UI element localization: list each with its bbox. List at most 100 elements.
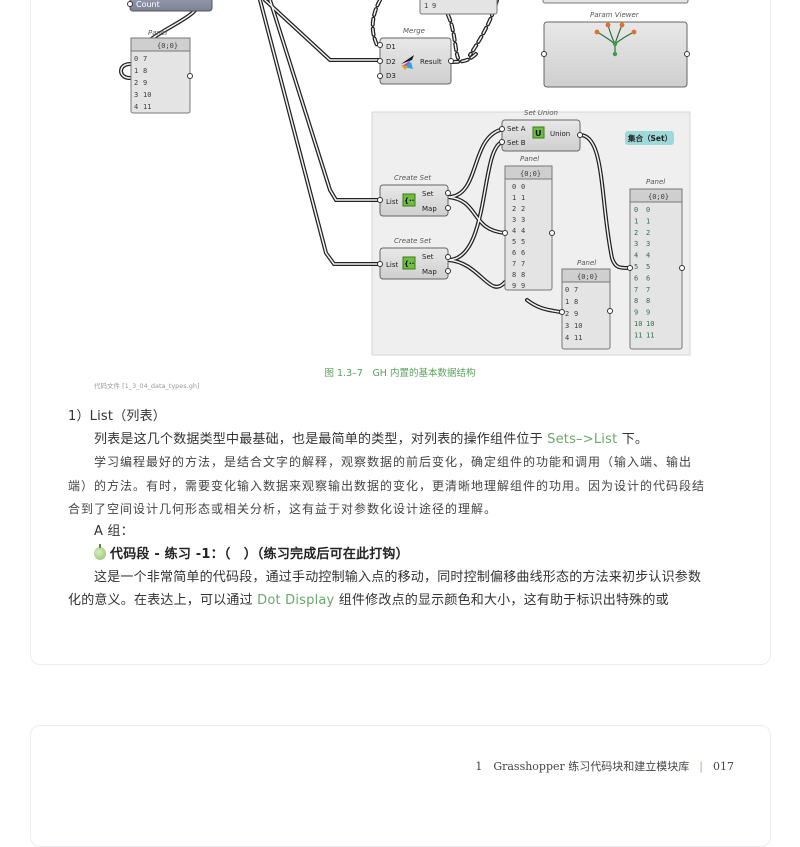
panel-top-fragment: 1 9 — [419, 0, 689, 15]
panel-row-value: 9 — [521, 282, 525, 290]
group-label: A 组： — [94, 524, 134, 539]
set-union-output: Union — [550, 130, 570, 138]
panel-row-index: 0 — [565, 286, 569, 294]
create-set-2-title: Create Set — [394, 237, 431, 245]
panel-row-index: 9 — [512, 282, 516, 290]
merge-input-d3: D3 — [386, 72, 396, 80]
panel-row-index: 1 — [512, 194, 516, 202]
create-set-icon-glyph: {·· — [404, 260, 414, 268]
panel-row-index: 4 — [634, 252, 638, 260]
panel-row-index: 1 — [634, 217, 638, 225]
panel-row-value: 8 — [143, 67, 147, 75]
panel-right-title: Panel — [646, 178, 665, 186]
set-union-title: Set Union — [524, 109, 558, 117]
panel-mid-title: Panel — [520, 155, 539, 163]
melon-icon — [94, 544, 106, 560]
panel-row-index: 1 — [565, 298, 569, 306]
panel-row-value: 1 — [521, 194, 525, 202]
panel-row-index: 5 — [634, 263, 638, 271]
panel-row-value: 6 — [521, 249, 525, 257]
panel-row-value: 3 — [521, 216, 525, 224]
panel-row-value: 8 — [521, 271, 525, 279]
panel-row-index: 4 — [565, 334, 569, 342]
panel-row-index: 2 — [634, 229, 638, 237]
exercise-title[interactable]: 代码段 - 练习 -1：（ ）（练习完成后可在此打钩） — [94, 543, 734, 566]
paragraph-3-text: 这是一个非常简单的代码段，通过手动控制输入点的移动，同时控制偏移曲线形态的方法来… — [68, 570, 702, 608]
wires — [119, 0, 630, 314]
panel-row-index: 7 — [512, 260, 516, 268]
panel-row-value: 2 — [521, 205, 525, 213]
chapter-title: 1 Grasshopper 练习代码块和建立模块库 — [475, 760, 690, 773]
exercise-title-text: 代码段 - 练习 -1：（ ）（练习完成后可在此打钩） — [110, 547, 409, 562]
merge-input-d1: D1 — [386, 43, 396, 51]
merge-icon — [401, 55, 414, 70]
panel-top-index: 1 — [424, 2, 428, 10]
dot-display-link[interactable]: Dot Display — [257, 593, 335, 608]
create-set-component-1[interactable]: Create Set List {·· Set Map — [377, 174, 451, 217]
param-viewer-title: Param Viewer — [590, 11, 640, 19]
set-union-component[interactable]: Set Union Set A Set B U Union — [499, 109, 583, 152]
merge-title: Merge — [403, 27, 425, 35]
panel-row-index: 6 — [512, 249, 516, 257]
panel-row-value: 4 — [521, 227, 525, 235]
panel-row-index: 2 — [565, 310, 569, 318]
create-set-1-output-map: Map — [422, 205, 437, 213]
panel-row-index: 6 — [634, 274, 638, 282]
panel-row-value: 5 — [646, 263, 650, 271]
panel-left-path: {0;0} — [157, 42, 178, 50]
set-group-tag: 集合（Set） — [625, 131, 674, 145]
count-component[interactable]: Count — [127, 0, 213, 12]
panel-row-value: 10 — [646, 320, 654, 328]
page-number: 017 — [713, 760, 734, 773]
panel-mid-path: {0;0} — [520, 170, 541, 178]
set-union-input-a: Set A — [507, 125, 526, 133]
panel-row-value: 7 — [646, 286, 650, 294]
code-file-reference: 代码文件 [1_3_04_data_types.gh] — [94, 382, 200, 390]
create-set-component-2[interactable]: Create Set List {·· Set Map — [377, 237, 451, 280]
panel-row-value: 7 — [574, 286, 578, 294]
paragraph-1-text: 列表是这几个数据类型中最基础，也是最简单的类型，对列表的操作组件位于 — [94, 432, 548, 447]
panel-row-value: 11 — [143, 103, 151, 111]
page-card-bottom — [30, 725, 771, 847]
create-set-icon-glyph: {·· — [404, 197, 414, 205]
panel-row-value: 5 — [521, 238, 525, 246]
set-group-tag-label: 集合（Set） — [627, 133, 672, 143]
panel-row-index: 0 — [634, 206, 638, 214]
panel-row-value: 10 — [143, 91, 151, 99]
panel-small-title: Panel — [577, 259, 596, 267]
union-icon-glyph: U — [535, 129, 542, 138]
panel-row-value: 8 — [646, 297, 650, 305]
union-icon — [532, 126, 545, 139]
paragraph-1: 列表是这几个数据类型中最基础，也是最简单的类型，对列表的操作组件位于 Sets–… — [68, 428, 708, 451]
separator: | — [699, 760, 703, 773]
panel-row-index: 2 — [512, 205, 516, 213]
merge-input-d2: D2 — [386, 58, 396, 66]
panel-row-value: 3 — [646, 240, 650, 248]
param-viewer-component[interactable]: Param Viewer — [541, 11, 690, 88]
merge-component[interactable]: Merge D1 D2 D3 Result — [377, 27, 454, 85]
sets-list-link[interactable]: Sets–>List — [547, 432, 618, 447]
panel-row-value: 7 — [521, 260, 525, 268]
panel-row-index: 9 — [634, 309, 638, 317]
running-head: 1 Grasshopper 练习代码块和建立模块库 | 017 — [475, 758, 734, 774]
create-set-2-output-set: Set — [422, 253, 434, 261]
panel-row-value: 11 — [574, 334, 582, 342]
panel-row-value: 1 — [646, 217, 650, 225]
panel-row-value: 2 — [646, 229, 650, 237]
panel-top-value: 9 — [432, 2, 436, 10]
panel-row-value: 0 — [646, 206, 650, 214]
paragraph-3-tail: 组件修改点的显示颜色和大小，这有助于标识出特殊的或 — [334, 593, 669, 608]
create-set-2-output-map: Map — [422, 268, 437, 276]
panel-row-value: 9 — [646, 309, 650, 317]
panel-row-index: 5 — [512, 238, 516, 246]
panel-row-index: 3 — [134, 91, 138, 99]
panel-row-index: 4 — [134, 103, 138, 111]
paragraph-1-tail: 下。 — [617, 432, 649, 447]
